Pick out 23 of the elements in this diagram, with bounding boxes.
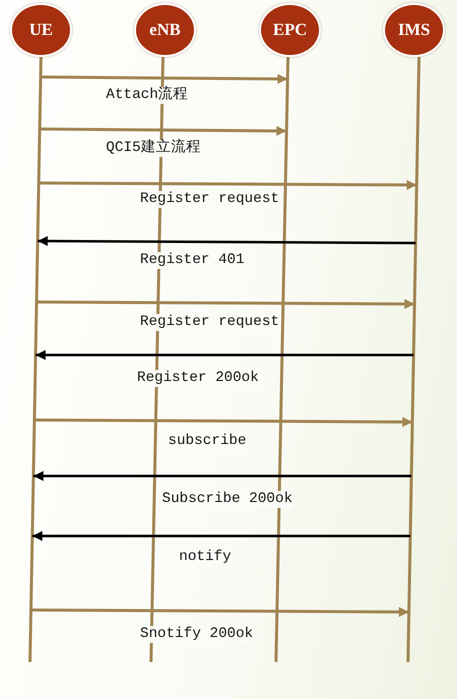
- message-label: Register request: [140, 314, 280, 330]
- message-arrow: [33, 471, 412, 481]
- message-label: Attach流程: [106, 86, 188, 104]
- participant-circle: eNB: [134, 3, 196, 57]
- message-label: Register 200ok: [137, 370, 259, 386]
- participant-circle: UE: [10, 3, 72, 57]
- message-label: Snotify 200ok: [140, 626, 254, 642]
- message-label: QCI5建立流程: [106, 140, 201, 156]
- message-label: Register 401: [140, 252, 244, 268]
- participant-circle: EPC: [259, 3, 321, 57]
- message-arrow: [40, 74, 288, 84]
- message-label: notify: [179, 548, 232, 566]
- message-arrow: [36, 298, 414, 309]
- message-label: Register request: [140, 190, 280, 208]
- message-arrow: [40, 126, 287, 136]
- message-arrow: [34, 416, 412, 427]
- message-arrow: [38, 180, 417, 190]
- message-arrow: [38, 236, 416, 246]
- participant-circle: IMS: [383, 3, 445, 57]
- message-arrow: [32, 531, 410, 541]
- message-arrow: [30, 606, 409, 617]
- message-arrow: [36, 350, 414, 360]
- message-label: Subscribe 200ok: [162, 490, 293, 508]
